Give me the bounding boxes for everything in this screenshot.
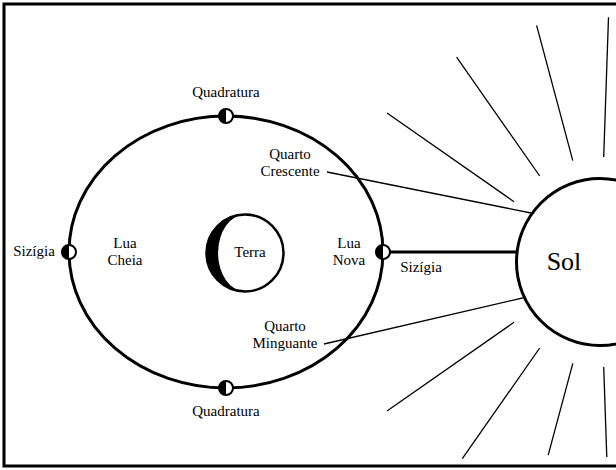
phase-label: Lua Nova xyxy=(329,235,369,270)
syzygy-label: Sizígia xyxy=(400,259,442,276)
earth-circle: Terra xyxy=(205,213,285,293)
sun-ray xyxy=(604,367,607,457)
moon-orbit xyxy=(69,116,383,388)
quadrature-label: Quadratura xyxy=(192,403,259,420)
planet-name: Terra xyxy=(234,244,265,261)
quadrature-label: Quadratura xyxy=(192,84,259,101)
sun-ray xyxy=(457,57,540,176)
sun-name: Sol xyxy=(547,247,582,277)
leader-line xyxy=(324,296,531,344)
syzygy-label: Sizígia xyxy=(13,243,55,260)
leader-line xyxy=(327,172,531,213)
sun-circle: Sol xyxy=(515,177,616,347)
sun-moon-line xyxy=(390,251,517,254)
sun-ray xyxy=(604,17,609,157)
moon-symbol xyxy=(62,245,76,259)
sun-ray xyxy=(462,348,539,459)
sun-ray xyxy=(548,363,573,455)
moon-symbol xyxy=(219,109,233,123)
sun-ray xyxy=(387,322,514,411)
phase-label: Quarto Crescente xyxy=(254,146,326,181)
phase-label: Lua Cheia xyxy=(103,235,147,270)
phase-label: Quarto Minguante xyxy=(247,318,323,353)
moon-symbol xyxy=(376,245,390,259)
sun-ray xyxy=(537,25,573,160)
moon-symbol xyxy=(219,381,233,395)
